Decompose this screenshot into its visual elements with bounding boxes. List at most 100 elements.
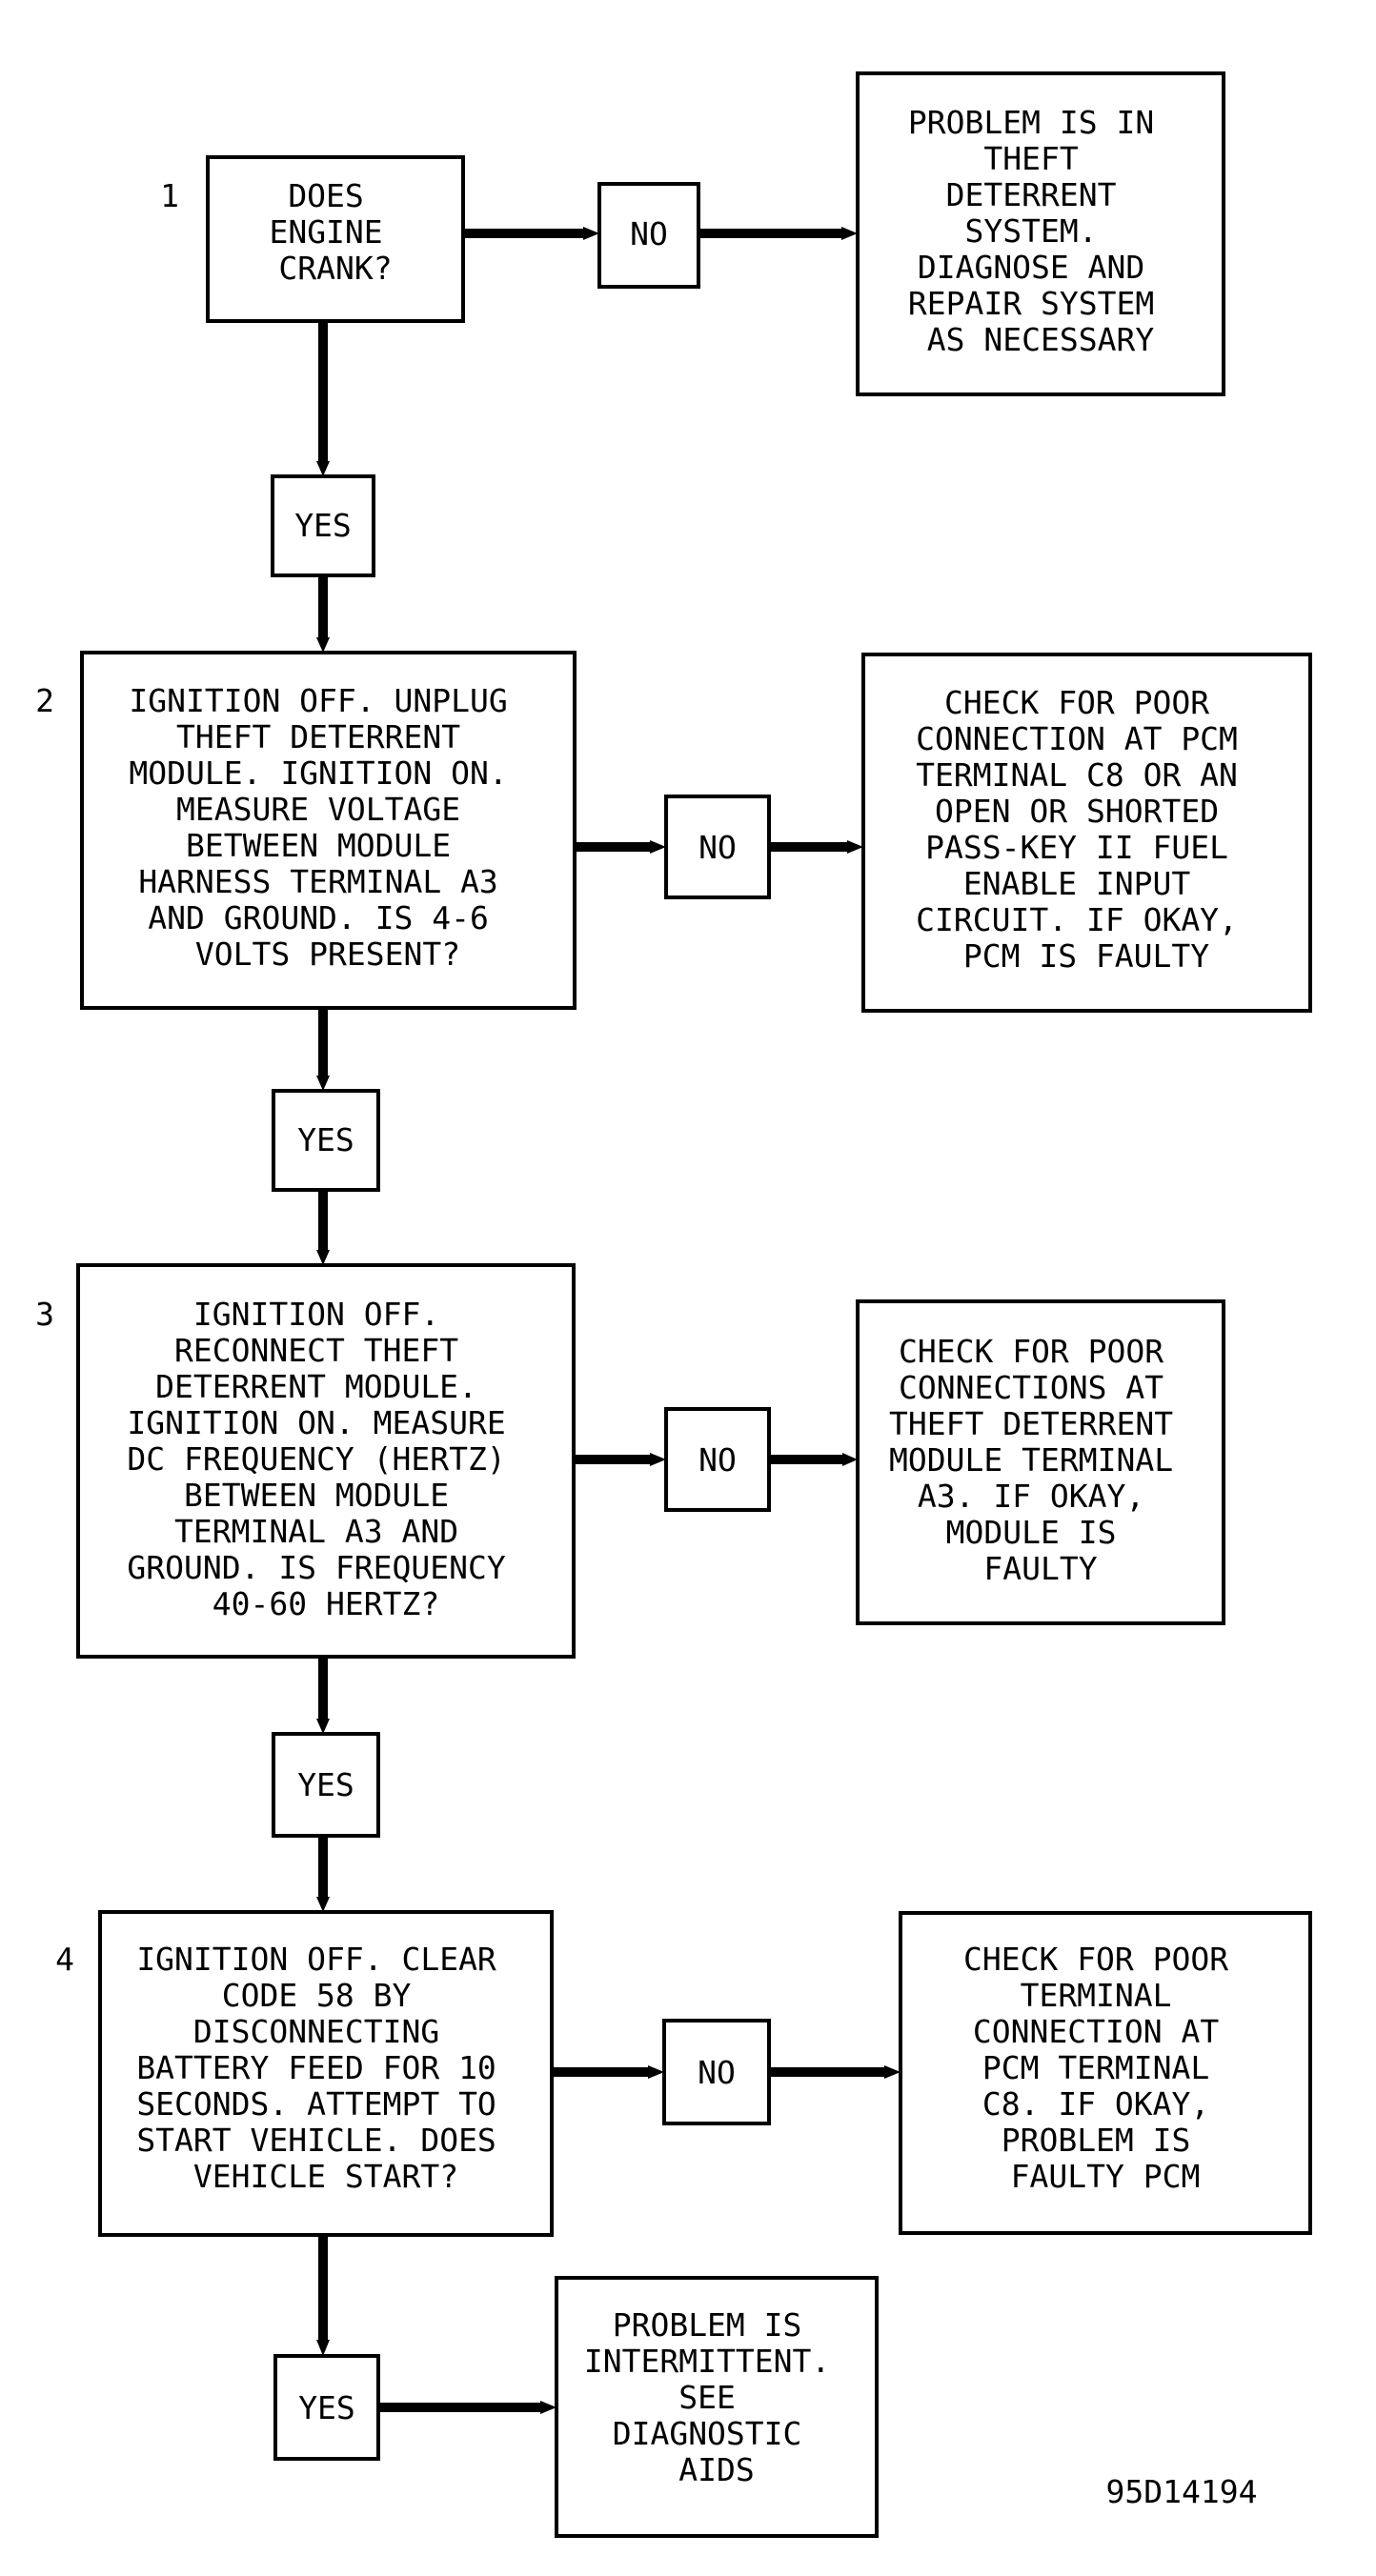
step-1-yes-box	[271, 474, 375, 577]
step-1-no-label: NO	[630, 215, 668, 252]
step-4-no-result-line: PROBLEM IS	[1002, 2122, 1191, 2159]
step-2-no-result-line: PASS-KEY II FUEL	[925, 829, 1228, 866]
step-2-no-result-line: PCM IS FAULTY	[963, 937, 1209, 975]
step-2-no-arrowhead-a	[650, 840, 666, 854]
step-3-yes-box	[272, 1732, 380, 1838]
step-2-no-result-line: TERMINAL C8 OR AN	[916, 756, 1238, 794]
step-4-yes-label: YES	[298, 2389, 355, 2426]
step-3-no-result-text: CHECK FOR POOR CONNECTIONS AT THEFT DETE…	[889, 1333, 1192, 1587]
step-3-question-text: IGNITION OFF. RECONNECT THEFT DETERRENT …	[127, 1296, 524, 1622]
step-3-no-result-line: CONNECTIONS AT	[899, 1369, 1164, 1406]
step-1-no-result-line: AS NECESSARY	[927, 321, 1155, 358]
step-2-no-result-line: ENABLE INPUT	[963, 865, 1191, 902]
step-3-question-line: TERMINAL A3 AND	[174, 1513, 458, 1550]
step-1-no-result-line: DETERRENT	[946, 176, 1117, 213]
final-result-box	[555, 2276, 879, 2538]
step-3-question-line: GROUND. IS FREQUENCY	[127, 1549, 505, 1586]
final-result-line: DIAGNOSTIC	[613, 2415, 802, 2452]
step-2-no-result-text: CHECK FOR POOR CONNECTION AT PCM TERMINA…	[916, 684, 1257, 975]
step-2-yes-arrowhead-a	[316, 1076, 330, 1091]
step-3-yes-label: YES	[297, 1766, 354, 1803]
step-4-question-line: CODE 58 BY	[222, 1977, 412, 2014]
step-4-question-text: IGNITION OFF. CLEAR CODE 58 BY DISCONNEC…	[136, 1941, 515, 2195]
step-3-number: 3	[35, 1296, 54, 1333]
step-2-no-result-line: CONNECTION AT PCM	[916, 720, 1238, 757]
step-4-no-label: NO	[698, 2054, 736, 2091]
step-4-no-result-line: PCM TERMINAL	[982, 2049, 1209, 2086]
step-3-question-line: RECONNECT THEFT	[174, 1332, 458, 1369]
step-3-no-result-box	[856, 1299, 1225, 1625]
step-3-no-result-line: CHECK FOR POOR	[899, 1333, 1164, 1370]
final-result-text: PROBLEM IS INTERMITTENT. SEE DIAGNOSTIC …	[584, 2306, 849, 2488]
step-3-no-label: NO	[698, 1441, 737, 1479]
step-3-question-line: BETWEEN MODULE	[184, 1477, 449, 1514]
step-1-question-box	[206, 155, 465, 323]
step-2-question-line: AND GROUND. IS 4-6	[148, 899, 489, 936]
step-3-question-line: IGNITION ON. MEASURE	[127, 1404, 505, 1441]
step-2-yes-box	[272, 1089, 380, 1192]
step-4-question-line: VEHICLE START?	[193, 2158, 458, 2195]
step-1-no-result-line: THEFT	[983, 140, 1078, 177]
step-3-no-result-line: MODULE IS	[946, 1514, 1117, 1551]
step-4-no-arrowhead-a	[648, 2065, 664, 2079]
step-2-yes-arrowhead-b	[316, 1250, 330, 1265]
step-1-no-arrowhead-a	[583, 227, 599, 240]
step-3-no-result-line: THEFT DETERRENT	[889, 1405, 1173, 1442]
step-3-question-line: DC FREQUENCY (HERTZ)	[127, 1440, 505, 1478]
step-4-question-line: DISCONNECTING	[193, 2013, 439, 2050]
step-1-question-line: ENGINE	[269, 213, 382, 251]
step-1-no-result-box	[856, 71, 1225, 396]
step-3-no-result-line: A3. IF OKAY,	[918, 1478, 1144, 1515]
step-1-no-result-line: REPAIR SYSTEM	[908, 285, 1154, 322]
step-2-no-label: NO	[698, 829, 737, 866]
step-1-no-box	[597, 182, 700, 289]
step-3-question-line: IGNITION OFF.	[193, 1296, 439, 1333]
step-3-question-line: DETERRENT MODULE.	[155, 1368, 477, 1405]
step-2-question-line: THEFT DETERRENT	[176, 718, 460, 755]
step-2-question-text: IGNITION OFF. UNPLUG THEFT DETERRENT MOD…	[129, 682, 526, 973]
step-1-question-line: DOES	[288, 177, 363, 214]
step-4-no-result-line: TERMINAL	[1021, 1977, 1172, 2014]
step-2-question-line: VOLTS PRESENT?	[195, 936, 460, 973]
final-result-line: INTERMITTENT.	[584, 2343, 830, 2380]
step-4-no-result-line: CHECK FOR POOR	[963, 1941, 1228, 1978]
step-4-no-result-line: FAULTY PCM	[1011, 2158, 1201, 2195]
step-4-question-line: BATTERY FEED FOR 10	[136, 2049, 496, 2086]
step-2-no-result-line: OPEN OR SHORTED	[935, 793, 1219, 830]
step-1-yes-label: YES	[294, 507, 352, 544]
step-1-no-result-line: PROBLEM IS IN	[908, 104, 1154, 141]
step-4-no-result-box	[899, 1911, 1312, 2235]
step-1-number: 1	[160, 177, 179, 214]
step-4-no-result-text: CHECK FOR POOR TERMINAL CONNECTION AT PC…	[963, 1941, 1247, 2195]
step-4-number: 4	[55, 1941, 74, 1978]
step-3-question-line: 40-60 HERTZ?	[212, 1585, 439, 1622]
step-1-yes-arrowhead-b	[316, 637, 330, 653]
step-2-no-result-box	[861, 653, 1312, 1013]
step-1-question-line: CRANK?	[278, 250, 392, 287]
step-3-no-arrowhead-a	[650, 1453, 666, 1466]
step-2-question-line: BETWEEN MODULE	[186, 827, 451, 864]
step-1-no-result-text: PROBLEM IS IN THEFT DETERRENT SYSTEM. DI…	[908, 104, 1173, 358]
step-4-yes-arrowhead-a	[316, 2340, 330, 2356]
step-1-no-result-line: DIAGNOSE AND	[918, 249, 1144, 286]
figure-code: 95D14194	[1106, 2473, 1258, 2510]
step-2-question-line: HARNESS TERMINAL A3	[138, 863, 498, 900]
step-1-yes-arrowhead-a	[316, 461, 330, 476]
final-result-line: AIDS	[678, 2451, 754, 2488]
step-4-question-line: IGNITION OFF. CLEAR	[136, 1941, 496, 1978]
step-2-no-result-line: CHECK FOR POOR	[944, 684, 1209, 721]
step-2-number: 2	[35, 682, 54, 719]
step-4-question-line: SECONDS. ATTEMPT TO	[136, 2085, 496, 2123]
step-4-no-arrowhead-b	[884, 2065, 900, 2079]
step-2-yes-label: YES	[297, 1121, 354, 1158]
step-2-question-box	[80, 651, 577, 1010]
step-3-question-box	[76, 1263, 576, 1659]
step-2-no-box	[664, 795, 771, 899]
step-2-question-line: MODULE. IGNITION ON.	[129, 755, 507, 792]
step-4-yes-box	[273, 2354, 380, 2461]
step-4-no-box	[662, 2019, 771, 2125]
step-4-no-result-line: C8. IF OKAY,	[982, 2085, 1209, 2123]
step-3-yes-arrowhead-a	[316, 1719, 330, 1734]
final-result-line: SEE	[678, 2379, 736, 2416]
